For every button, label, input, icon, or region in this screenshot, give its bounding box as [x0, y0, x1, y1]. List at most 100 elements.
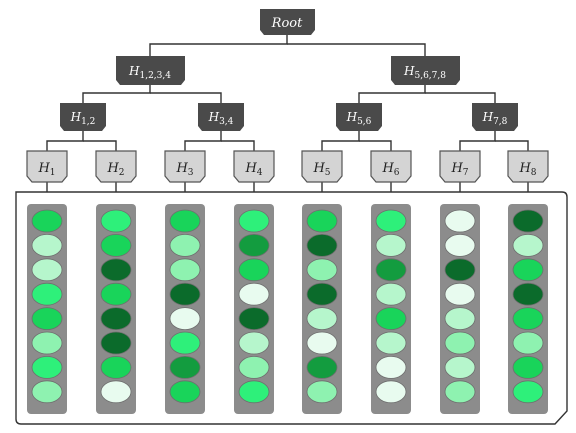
node-h-34-label: H3,4	[208, 110, 234, 127]
leaf-node-label: H3	[175, 161, 193, 178]
node-h-5678-label: H5,6,7,8	[403, 64, 446, 81]
state-circle	[169, 380, 201, 404]
leaf-node-5: H5	[301, 150, 343, 183]
node-h-5678: H5,6,7,8	[391, 56, 460, 85]
state-circle	[375, 355, 407, 379]
state-circle	[169, 233, 201, 257]
leaf-node-2: H2	[95, 150, 137, 183]
state-circle	[512, 233, 544, 257]
state-circle	[444, 258, 476, 282]
state-circle	[444, 331, 476, 355]
tree-edge	[321, 131, 360, 151]
column-h5	[302, 204, 342, 414]
state-circle	[169, 282, 201, 306]
leaf-node-6: H6	[370, 150, 412, 183]
state-circle	[100, 233, 132, 257]
leaf-node-label: H2	[106, 161, 124, 178]
state-circle	[512, 307, 544, 331]
state-circle	[31, 331, 63, 355]
leaf-node-label: H1	[37, 161, 55, 178]
tree-edge	[359, 140, 392, 151]
state-circle	[100, 209, 132, 233]
state-circle	[512, 355, 544, 379]
state-circle	[306, 331, 338, 355]
state-circle	[100, 331, 132, 355]
state-circle	[306, 258, 338, 282]
state-circle	[31, 233, 63, 257]
leaf-nodes: H1 H2 H3 H4 H5 H6 H7 H8	[26, 150, 549, 183]
state-circle	[306, 355, 338, 379]
leaf-node-7: H7	[439, 150, 481, 183]
state-circle	[375, 233, 407, 257]
state-circle	[375, 258, 407, 282]
state-circle	[31, 380, 63, 404]
column-h4	[234, 204, 274, 414]
node-h-56-label: H5,6	[346, 110, 372, 127]
state-circle	[512, 380, 544, 404]
state-circle	[512, 209, 544, 233]
state-circle	[169, 355, 201, 379]
tree-edge	[82, 85, 151, 103]
tree-edge	[46, 131, 84, 151]
tree-edge	[495, 140, 529, 151]
state-circle	[238, 209, 270, 233]
leaf-node-8: H8	[507, 150, 549, 183]
state-circle	[444, 209, 476, 233]
state-circle	[375, 331, 407, 355]
column-h6	[371, 204, 411, 414]
state-circle	[306, 380, 338, 404]
tree-edge	[425, 92, 496, 103]
state-circle	[375, 380, 407, 404]
state-circle	[375, 307, 407, 331]
tree-edge	[459, 131, 496, 151]
state-circle	[31, 209, 63, 233]
tree-edge	[150, 92, 222, 103]
state-circle	[375, 282, 407, 306]
leaf-node-label: H6	[381, 161, 399, 178]
state-circle	[238, 331, 270, 355]
tree-edge	[287, 43, 426, 56]
state-circle	[238, 282, 270, 306]
state-circle	[306, 307, 338, 331]
leaf-node-4: H4	[233, 150, 275, 183]
leaf-node-label: H4	[244, 161, 262, 178]
state-circle	[31, 307, 63, 331]
tree-edge	[149, 35, 288, 56]
state-circle	[306, 282, 338, 306]
state-circle	[100, 355, 132, 379]
tree-edge	[221, 140, 255, 151]
state-circle	[100, 258, 132, 282]
leaf-node-1: H1	[26, 150, 68, 183]
column-h3	[165, 204, 205, 414]
state-circle	[31, 258, 63, 282]
state-circle	[375, 209, 407, 233]
state-circle	[444, 233, 476, 257]
leaf-node-label: H8	[518, 161, 536, 178]
state-circle	[306, 209, 338, 233]
tree-edge	[184, 131, 222, 151]
node-h-34: H3,4	[198, 103, 244, 131]
node-h-12: H1,2	[60, 103, 106, 131]
state-circle	[100, 307, 132, 331]
state-circle	[100, 380, 132, 404]
leaf-node-3: H3	[164, 150, 206, 183]
state-circle	[169, 209, 201, 233]
state-circle	[238, 355, 270, 379]
state-circle	[444, 282, 476, 306]
state-circle	[512, 331, 544, 355]
state-circle	[238, 307, 270, 331]
column-h8	[508, 204, 548, 414]
state-circle	[512, 258, 544, 282]
columns-panel	[15, 191, 568, 425]
state-circle	[512, 282, 544, 306]
state-circle	[444, 380, 476, 404]
node-h-12-label: H1,2	[70, 110, 96, 127]
column-h7	[440, 204, 480, 414]
hidden-state-columns	[27, 204, 548, 414]
node-h-78: H7,8	[472, 103, 518, 131]
state-circle	[238, 233, 270, 257]
tree-edge	[358, 85, 426, 103]
leaf-node-label: H5	[312, 161, 330, 178]
node-h-78-label: H7,8	[482, 110, 508, 127]
